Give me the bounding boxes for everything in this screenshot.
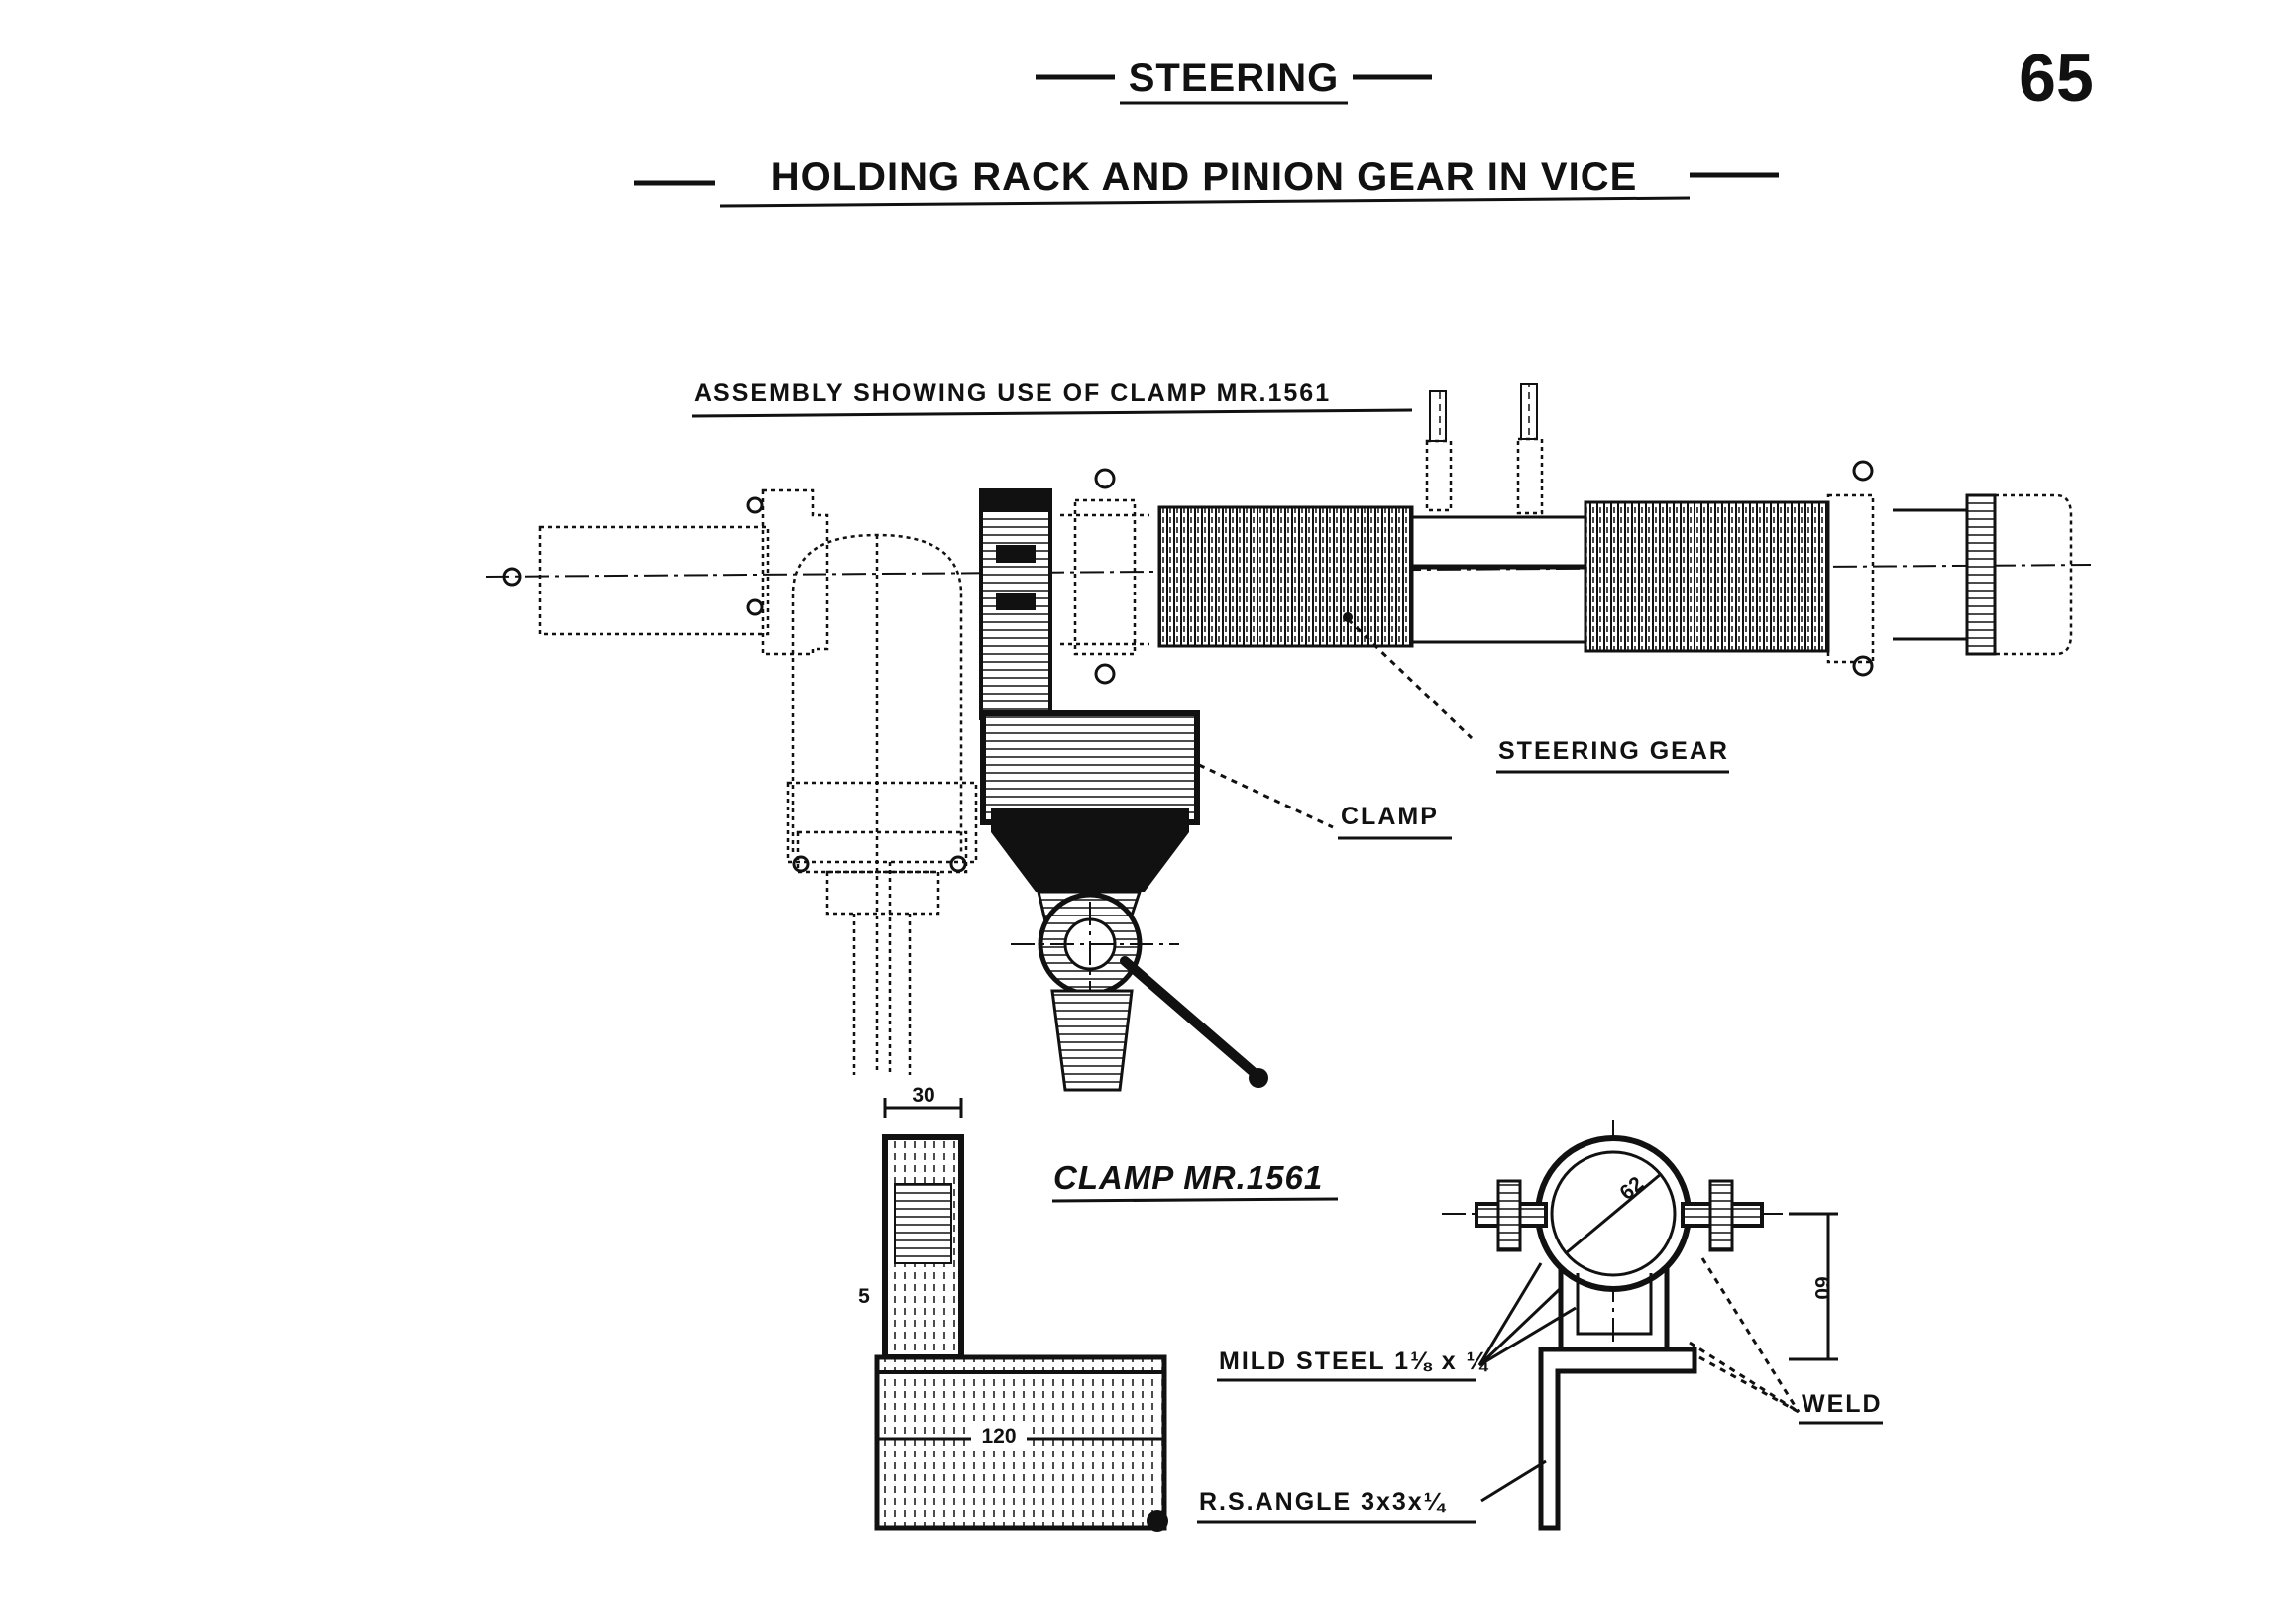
clamp-detail-caption-underline bbox=[1051, 1197, 1339, 1203]
pinion-housing bbox=[979, 488, 1052, 720]
section-title: STEERING bbox=[1129, 56, 1339, 100]
dim-lip: 5 bbox=[858, 1285, 870, 1308]
vice-jaw-housing bbox=[502, 488, 978, 1075]
weld-label: WELD bbox=[1802, 1390, 1883, 1418]
clamp-detail-caption: CLAMP MR.1561 bbox=[1053, 1159, 1323, 1196]
clamp-leader bbox=[1198, 763, 1334, 829]
steering-gear-leader bbox=[1346, 617, 1474, 740]
mild-steel-label: MILD STEEL 1⅛ x ¼ bbox=[1219, 1347, 1489, 1375]
page-number: 65 bbox=[2019, 41, 2094, 116]
assembly-caption: ASSEMBLY SHOWING USE OF CLAMP MR.1561 bbox=[694, 379, 1331, 407]
rs-angle-label: R.S.ANGLE 3x3x¼ bbox=[1199, 1488, 1447, 1516]
steering-gear-label: STEERING GEAR bbox=[1498, 737, 1729, 765]
clamp-side-view: 30 5 120 bbox=[858, 1084, 1168, 1532]
dim-length: 120 bbox=[981, 1425, 1016, 1448]
clamp-label: CLAMP bbox=[1341, 803, 1439, 830]
dim-height: 60 bbox=[1810, 1276, 1833, 1299]
assembly-drawing: ASSEMBLY SHOWING USE OF CLAMP MR.1561 bbox=[485, 379, 2092, 1092]
header: STEERING 65 HOLDING RACK AND PINION GEAR… bbox=[634, 41, 2094, 208]
clamp-jaw bbox=[980, 710, 1268, 1092]
sheet-title-underline bbox=[719, 196, 1691, 208]
steering-gear bbox=[1157, 383, 2073, 677]
clamp-end-view: 62 60 bbox=[1442, 1120, 1838, 1531]
assembly-caption-underline bbox=[691, 408, 1413, 418]
dim-width-top: 30 bbox=[912, 1084, 934, 1107]
sheet-title: HOLDING RACK AND PINION GEAR IN VICE bbox=[771, 156, 1638, 199]
flange-left bbox=[1060, 468, 1149, 685]
